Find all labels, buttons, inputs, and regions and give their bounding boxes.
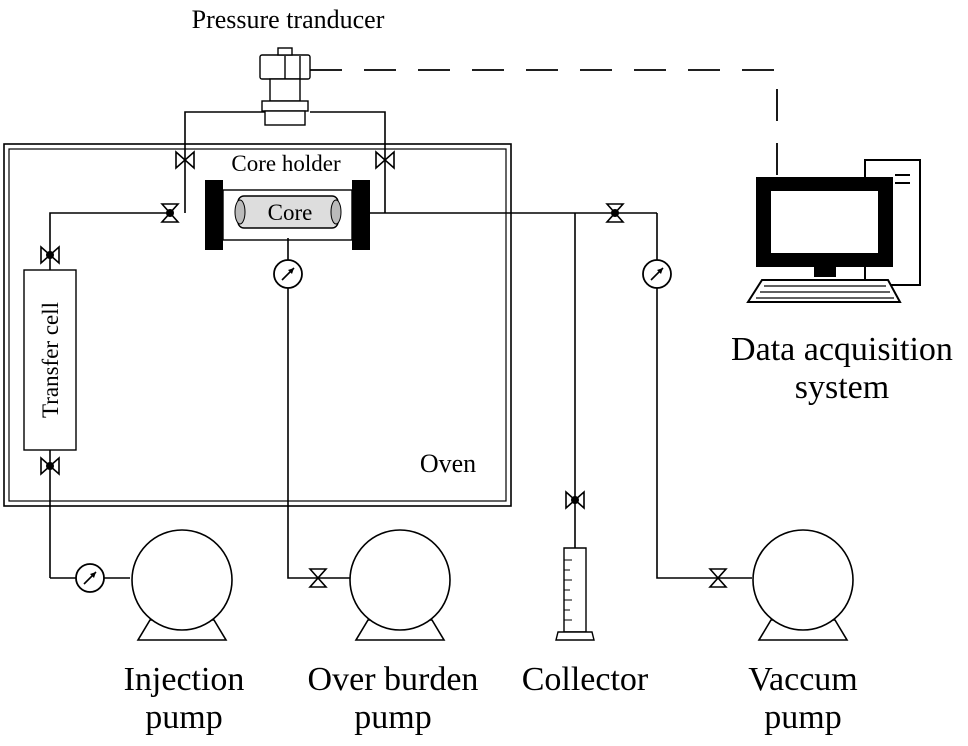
pressure-transducer-label: Pressure tranducer	[192, 5, 385, 34]
pressure-gauge-injection	[75, 563, 105, 593]
injection-pump-icon	[131, 529, 233, 641]
collector-cylinder-icon	[555, 547, 595, 641]
pressure-gauge-overburden	[273, 259, 303, 289]
vacuum-pump-icon	[752, 529, 854, 641]
piping	[49, 111, 752, 579]
oven-enclosure	[3, 143, 512, 507]
vaccum-pump-label-line1: Vaccum	[748, 661, 858, 698]
injection-pump-label-line1: Injection	[124, 661, 245, 698]
over-burden-pump-label-line2: pump	[354, 699, 431, 736]
pressure-transducer-icon	[259, 47, 311, 126]
core-holder	[205, 180, 370, 250]
junction-dots	[46, 209, 619, 504]
over-burden-pump-label-line1: Over burden	[308, 661, 479, 698]
pressure-gauge-vacuum	[642, 259, 672, 289]
core-holder-label: Core holder	[231, 151, 341, 176]
injection-pump-label-line2: pump	[145, 699, 222, 736]
data-acquisition-label-line1: Data acquisition	[731, 331, 953, 368]
collector-label: Collector	[522, 661, 649, 698]
transfer-cell-label: Transfer cell	[38, 302, 63, 418]
core-label: Core	[268, 200, 313, 225]
overburden-pump-icon	[349, 529, 451, 641]
vaccum-pump-label-line2: pump	[764, 699, 841, 736]
data-acquisition-label-line2: system	[795, 369, 889, 406]
transfer-cell	[23, 269, 77, 451]
computer-icon	[746, 159, 921, 303]
oven-label: Oven	[420, 449, 476, 478]
